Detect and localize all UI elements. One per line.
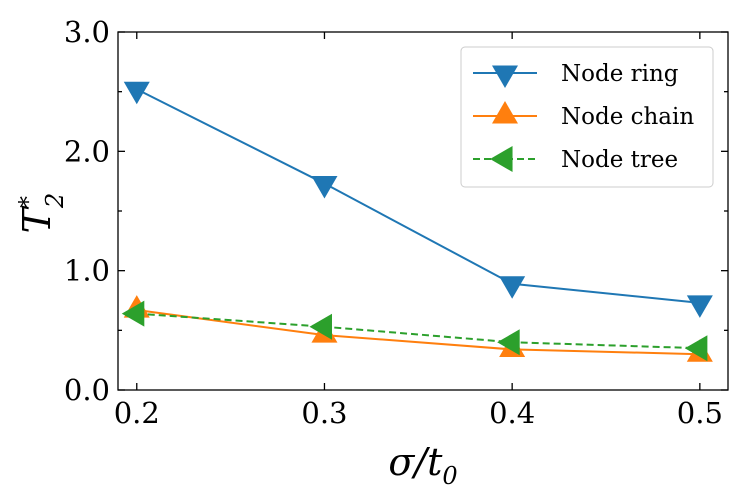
- series-line-node-ring: [136, 88, 700, 304]
- legend-marker-node-chain: [492, 101, 518, 124]
- data-point-node-ring: [123, 81, 150, 105]
- y-tick-label: 0.0: [64, 373, 110, 407]
- data-point-node-tree: [309, 313, 333, 340]
- series-line-node-chain: [136, 309, 700, 356]
- series-node-ring: [123, 81, 713, 318]
- legend-marker-node-ring: [492, 65, 518, 88]
- x-tick-label: 0.2: [114, 396, 160, 430]
- legend-marker-node-tree: [490, 146, 513, 172]
- legend-label-node-tree: Node tree: [561, 147, 678, 173]
- y-axis-label: T*2: [14, 193, 69, 234]
- y-tick-label: 1.0: [64, 254, 110, 288]
- data-point-node-ring: [499, 276, 526, 299]
- series-node-tree: [121, 300, 708, 362]
- y-tick-label: 2.0: [64, 134, 110, 168]
- data-point-node-ring: [311, 176, 338, 199]
- legend-label-node-chain: Node chain: [561, 104, 694, 130]
- y-tick-label: 3.0: [64, 15, 110, 49]
- x-axis-label: σ/t0: [388, 440, 457, 490]
- data-point-node-tree: [497, 329, 520, 356]
- data-point-node-tree: [684, 335, 708, 362]
- data-point-node-tree: [121, 300, 145, 327]
- data-point-node-ring: [686, 295, 713, 318]
- x-tick-label: 0.3: [301, 396, 347, 430]
- plot-frame: [117, 31, 729, 391]
- x-tick-label: 0.4: [489, 396, 535, 430]
- series-line-node-tree: [136, 312, 700, 350]
- legend-frame: [460, 46, 714, 188]
- legend-label-node-ring: Node ring: [561, 61, 679, 87]
- series-layer: [121, 81, 713, 362]
- ticks-layer: 0.2 0.3 0.4 0.5 0.0 1.0 2.0 3.0: [64, 15, 728, 430]
- x-tick-label: 0.5: [677, 396, 723, 430]
